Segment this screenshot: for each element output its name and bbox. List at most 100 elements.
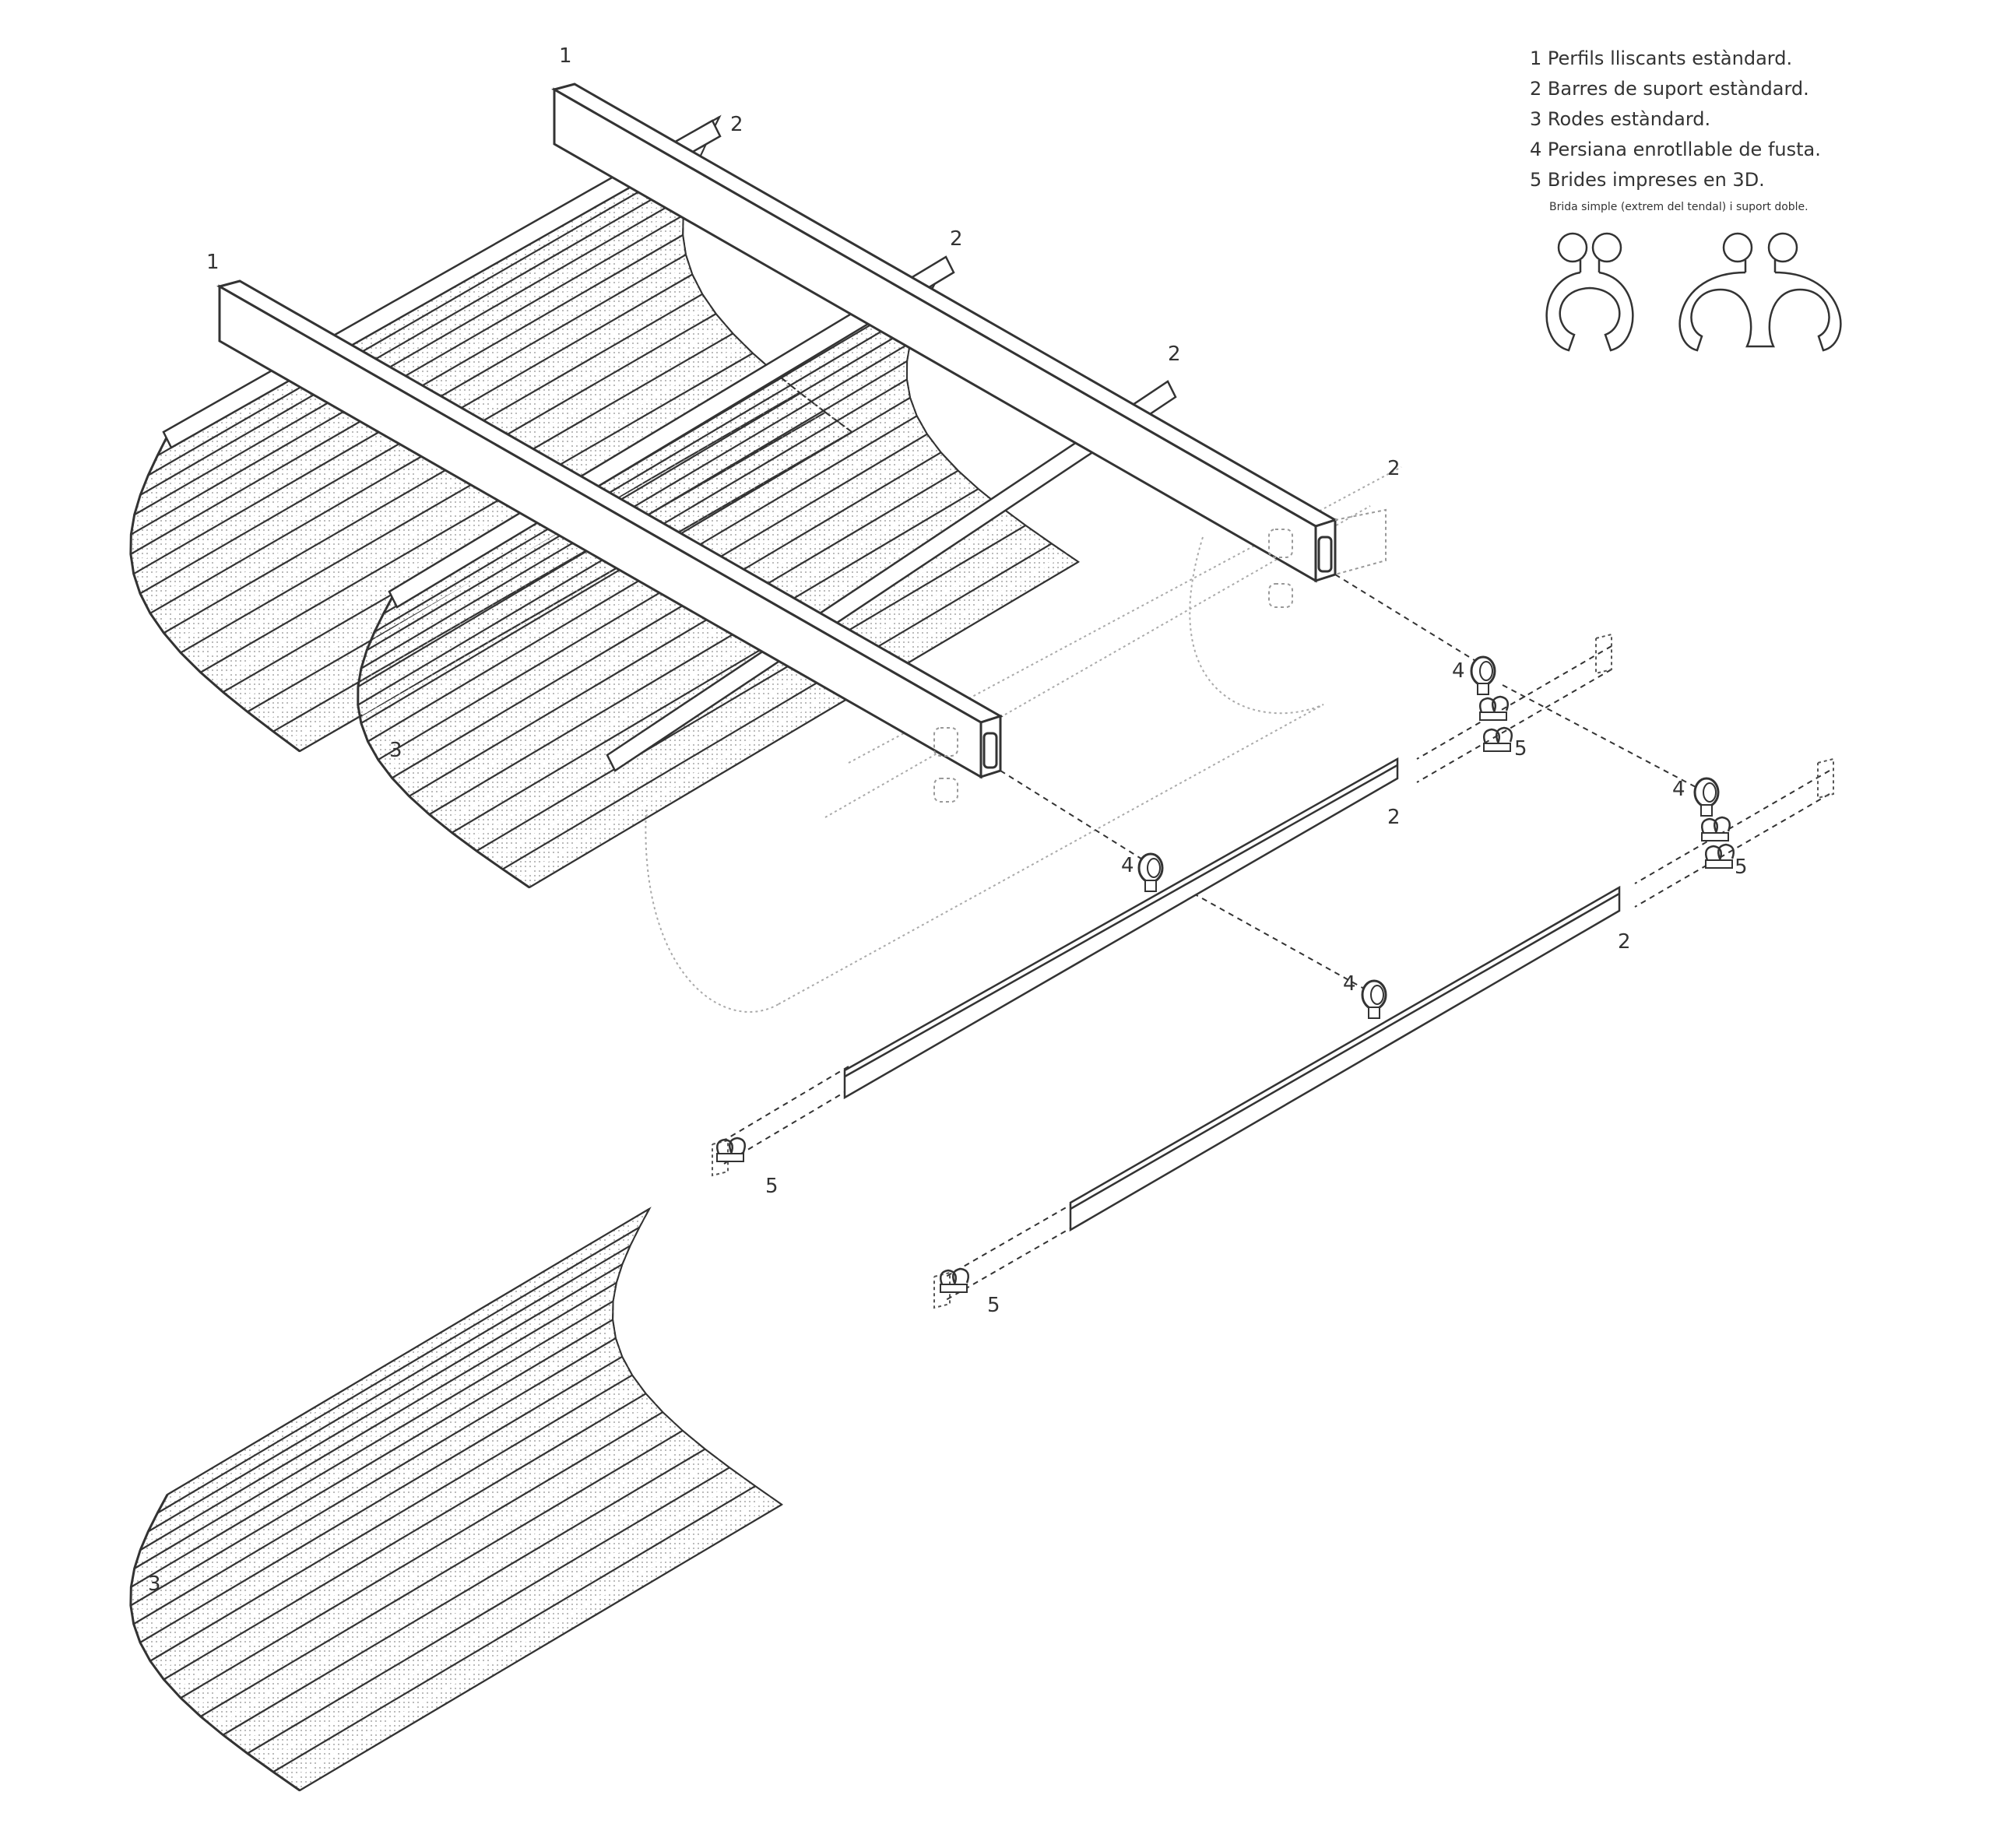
blind-slat-highlight: [174, 322, 728, 645]
double-clamp-icon: [1678, 232, 1842, 352]
callout-1: 1: [559, 44, 572, 68]
blind-slat-highlight: [386, 442, 937, 770]
blind-slat: [147, 155, 701, 476]
blind-slat: [200, 352, 754, 673]
blind-slat-highlight: [146, 1365, 631, 1653]
blind-slat-highlight: [420, 479, 972, 806]
blind-slat: [139, 1355, 623, 1643]
ghost-profile-ends: [933, 508, 1387, 803]
clamp-icon: [1705, 843, 1735, 861]
clamp-icon: [1701, 816, 1731, 834]
legend: 1 Perfils lliscants estàndard. 2 Barres …: [1530, 47, 1842, 352]
ghost-tube-ends-right: [712, 633, 1834, 1309]
blind-slat: [180, 332, 733, 654]
blind-slat-highlight: [134, 1291, 618, 1579]
blind-slat-highlight: [146, 1253, 630, 1542]
blind-slat: [428, 488, 979, 816]
blind-surface: [129, 1207, 784, 1792]
blind-slat: [163, 313, 717, 634]
callout-labels: 1 1 2 2 2 2 2 2 3 3 4 4 4 4 5 5 5 5: [148, 44, 1748, 1596]
blind-slat-highlight: [372, 314, 923, 642]
blind-slat-highlight: [213, 362, 768, 683]
wheel-axle: [1144, 880, 1157, 892]
clamp-base: [716, 1153, 744, 1162]
blind-slat-highlight: [139, 1272, 623, 1561]
blind-slat-highlight: [491, 533, 1042, 862]
callout-2: 2: [730, 113, 743, 136]
clamp-base: [1701, 832, 1729, 841]
callout-2: 2: [1387, 806, 1401, 829]
support-bars-exploded: [843, 757, 1621, 1232]
clamp-base: [1705, 859, 1733, 869]
legend-item-4: 4 Persiana enrotllable de fusta.: [1530, 139, 1821, 160]
blind-end-edge: [129, 435, 301, 753]
blind-slat-highlight: [237, 1457, 721, 1745]
callout-4: 4: [1452, 659, 1465, 683]
legend-item-5: 5 Brides impreses en 3D.: [1530, 169, 1765, 191]
wheel-icon: [1693, 777, 1720, 808]
blind-slat-highlight: [139, 184, 693, 506]
blind-slat-highlight: [442, 497, 993, 825]
callout-5: 5: [765, 1175, 779, 1198]
blind-slat-highlight: [154, 1235, 638, 1523]
blind-slat-highlight: [288, 1494, 772, 1783]
sliding-profile-bottom: [216, 279, 1004, 779]
clamp-base: [940, 1284, 968, 1293]
blind-slat-highlight: [174, 1401, 658, 1690]
wheel-icon: [1361, 979, 1387, 1010]
blind-slat-highlight: [134, 1327, 617, 1616]
blind-slat: [130, 214, 684, 536]
blind-slat-highlight: [132, 1309, 617, 1597]
blind-slat-highlight: [146, 164, 700, 487]
blind-slat: [130, 1300, 614, 1588]
blind-slat: [134, 1281, 617, 1569]
blind-slat-highlight: [192, 1420, 676, 1709]
blind-slat-highlight: [402, 460, 953, 789]
wheels: [1137, 655, 1720, 1019]
blind-slat: [156, 1226, 640, 1514]
callout-2: 2: [950, 227, 963, 251]
blind-slat: [139, 1263, 623, 1551]
blind-slat: [374, 305, 924, 633]
blind-slat: [180, 1411, 663, 1699]
clamp-icon: [1479, 695, 1509, 713]
callout-3: 3: [148, 1572, 161, 1596]
wheel-icon: [1137, 852, 1164, 884]
blind-slat-highlight: [380, 296, 931, 624]
clamp-icon: [1483, 726, 1513, 744]
wheel-hub: [1147, 858, 1161, 878]
blind-slat: [139, 174, 694, 496]
blind-slat-highlight: [154, 145, 708, 467]
callout-2: 2: [1168, 343, 1181, 366]
blind-slat-highlight: [262, 1475, 746, 1764]
blind-slat: [378, 433, 928, 761]
callout-4: 4: [1343, 972, 1356, 996]
blind-slat: [247, 1467, 730, 1755]
wheel-hub: [1370, 985, 1384, 1005]
wheel-icon: [1470, 655, 1496, 687]
printed-clamps: [716, 695, 1735, 1293]
blind-slat: [147, 1245, 631, 1533]
blind-slat-highlight: [192, 342, 746, 664]
blind-slat: [134, 195, 687, 516]
legend-note: Brida simple (extrem del tendal) i supor…: [1549, 201, 1808, 213]
blind-slat: [130, 1319, 613, 1607]
callout-4: 4: [1672, 778, 1685, 801]
legend-item-2: 2 Barres de suport estàndard.: [1530, 78, 1809, 100]
blind-slat-highlight: [365, 332, 916, 661]
blind-slat: [529, 560, 1079, 888]
blind-slat: [133, 1337, 617, 1625]
callout-2: 2: [1618, 930, 1631, 954]
wheel-axle: [1368, 1007, 1380, 1019]
clamp-base: [1483, 743, 1511, 752]
blind-slat-highlight: [163, 1217, 648, 1505]
blind-end-edge: [357, 595, 530, 889]
callout-5: 5: [987, 1294, 1000, 1317]
blind-slat-highlight: [139, 1346, 622, 1635]
blind-slat: [222, 1448, 706, 1736]
blind-slat-highlight: [134, 204, 688, 526]
blind-slat: [167, 1207, 650, 1495]
blind-slat: [200, 1429, 684, 1717]
